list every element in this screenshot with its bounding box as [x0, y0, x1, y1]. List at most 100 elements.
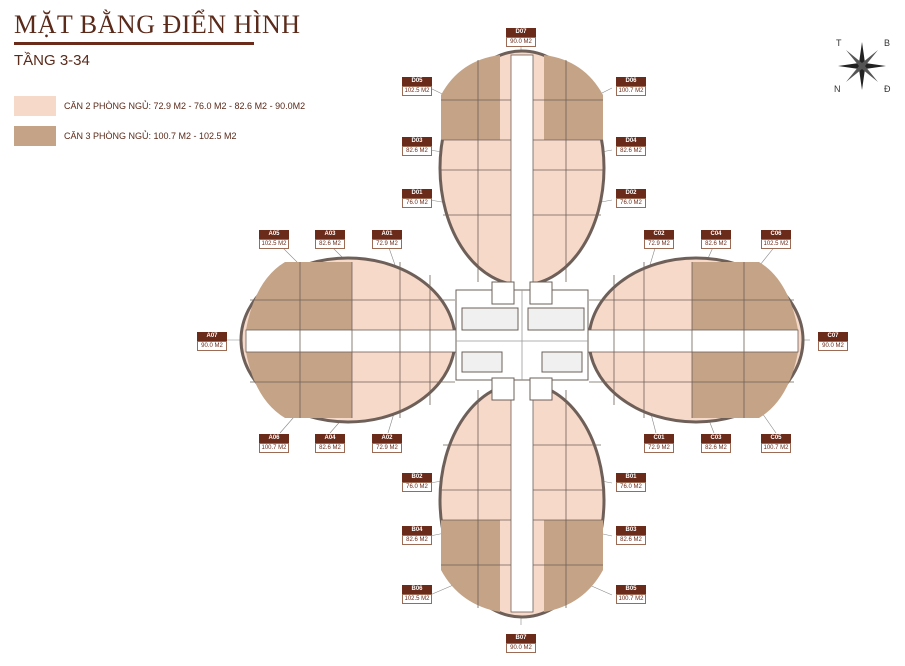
unit-area: 82.6 M2 [616, 146, 646, 156]
legend-swatch-two-bedroom [14, 96, 56, 116]
wing-b [438, 379, 606, 619]
unit-area: 90.0 M2 [506, 37, 536, 47]
unit-code: B04 [402, 526, 432, 535]
legend-swatch-three-bedroom [14, 126, 56, 146]
legend-item-three-bedroom: CĂN 3 PHÒNG NGỦ: 100.7 M2 - 102.5 M2 [14, 126, 237, 146]
unit-code: B02 [402, 473, 432, 482]
unit-area: 76.0 M2 [616, 482, 646, 492]
floor-range: TẦNG 3-34 [14, 52, 90, 69]
unit-area: 82.6 M2 [616, 535, 646, 545]
compass-rose-icon: T B N Đ [832, 36, 892, 96]
unit-area: 102.5 M2 [402, 594, 432, 604]
unit-area: 82.6 M2 [701, 443, 731, 453]
compass-label: Đ [884, 84, 891, 94]
unit-code: D04 [616, 137, 646, 146]
unit-code: D02 [616, 189, 646, 198]
unit-code: A03 [315, 230, 345, 239]
central-core [455, 281, 589, 401]
compass-label: N [834, 84, 841, 94]
unit-code: C01 [644, 434, 674, 443]
unit-area: 82.6 M2 [315, 239, 345, 249]
compass-label: T [836, 38, 842, 48]
legend-label: CĂN 2 PHÒNG NGỦ: 72.9 M2 - 76.0 M2 - 82.… [64, 101, 306, 111]
legend-label: CĂN 3 PHÒNG NGỦ: 100.7 M2 - 102.5 M2 [64, 131, 237, 141]
unit-area: 76.0 M2 [616, 198, 646, 208]
unit-code: D01 [402, 189, 432, 198]
unit-code: C03 [701, 434, 731, 443]
page-title: MẶT BẰNG ĐIỂN HÌNH [14, 10, 301, 39]
unit-code: D06 [616, 77, 646, 86]
unit-area: 90.0 M2 [197, 341, 227, 351]
unit-code: D07 [506, 28, 536, 37]
unit-area: 82.6 M2 [402, 535, 432, 545]
unit-area: 76.0 M2 [402, 482, 432, 492]
unit-code: B01 [616, 473, 646, 482]
unit-code: C04 [701, 230, 731, 239]
unit-area: 82.6 M2 [701, 239, 731, 249]
unit-area: 72.9 M2 [644, 443, 674, 453]
unit-code: B07 [506, 634, 536, 643]
wing-c [587, 256, 805, 424]
unit-code: C07 [818, 332, 848, 341]
unit-code: C02 [644, 230, 674, 239]
unit-area: 90.0 M2 [506, 643, 536, 653]
unit-area: 100.7 M2 [259, 443, 289, 453]
unit-code: C06 [761, 230, 791, 239]
unit-area: 82.6 M2 [315, 443, 345, 453]
unit-code: B06 [402, 585, 432, 594]
unit-code: A04 [315, 434, 345, 443]
unit-code: D05 [402, 77, 432, 86]
unit-area: 100.7 M2 [616, 86, 646, 96]
unit-code: A01 [372, 230, 402, 239]
unit-code: C05 [761, 434, 791, 443]
compass-label: B [884, 38, 891, 48]
unit-code: A05 [259, 230, 289, 239]
unit-area: 102.5 M2 [259, 239, 289, 249]
unit-area: 90.0 M2 [818, 341, 848, 351]
unit-code: D03 [402, 137, 432, 146]
unit-area: 100.7 M2 [761, 443, 791, 453]
unit-code: A02 [372, 434, 402, 443]
wing-d [438, 49, 606, 291]
unit-area: 102.5 M2 [761, 239, 791, 249]
unit-area: 72.9 M2 [372, 239, 402, 249]
unit-area: 102.5 M2 [402, 86, 432, 96]
unit-area: 76.0 M2 [402, 198, 432, 208]
unit-code: B05 [616, 585, 646, 594]
title-divider [14, 42, 254, 45]
legend-item-two-bedroom: CĂN 2 PHÒNG NGỦ: 72.9 M2 - 76.0 M2 - 82.… [14, 96, 305, 116]
unit-area: 82.6 M2 [402, 146, 432, 156]
unit-area: 72.9 M2 [372, 443, 402, 453]
unit-area: 72.9 M2 [644, 239, 674, 249]
unit-area: 100.7 M2 [616, 594, 646, 604]
